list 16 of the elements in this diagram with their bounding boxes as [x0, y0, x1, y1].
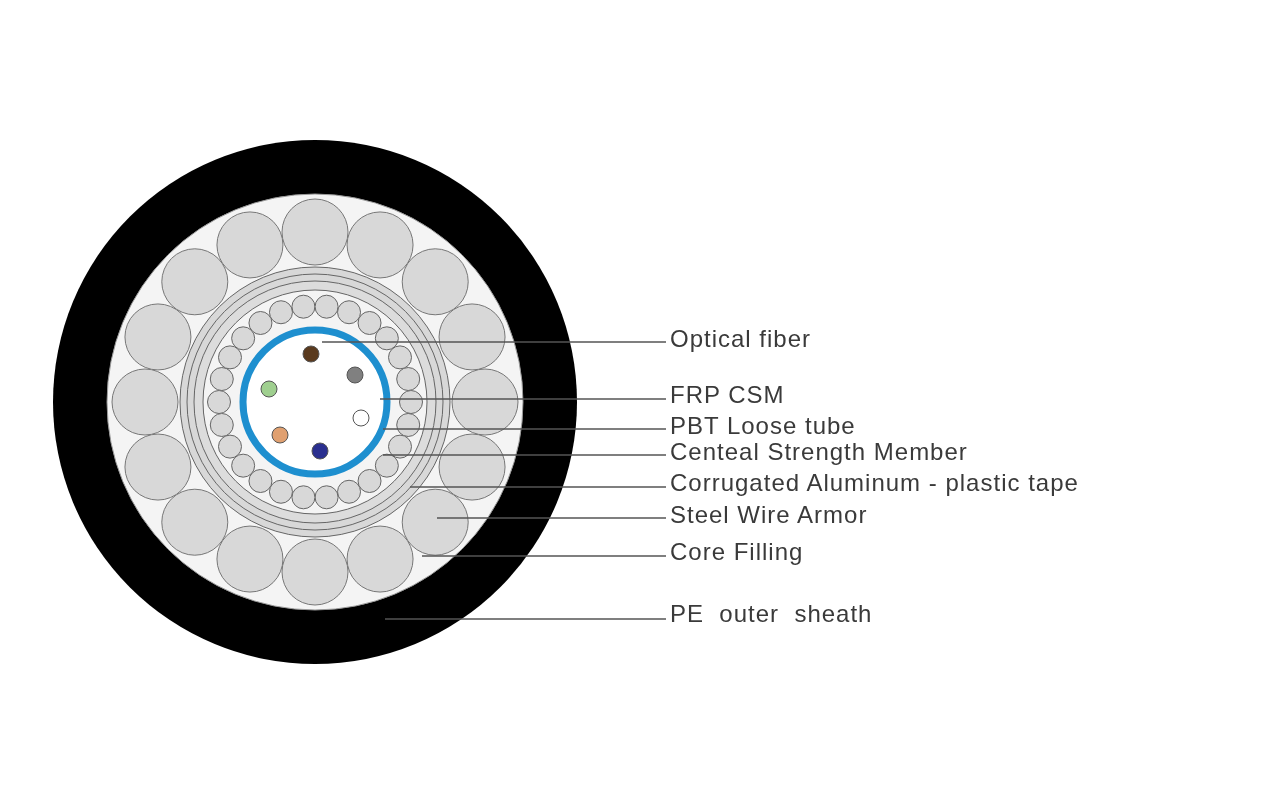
leader-line [421, 555, 667, 557]
part-label: PBT Loose tube [670, 412, 856, 440]
part-label: Centeal Strength Member [670, 438, 968, 466]
leader-line [379, 398, 667, 400]
part-label: FRP CSM [670, 381, 785, 409]
leader-line [382, 454, 667, 456]
part-label: Corrugated Aluminum - plastic tape [670, 469, 1079, 497]
leader-line [409, 486, 667, 488]
leader-line [382, 428, 667, 430]
part-label: Steel Wire Armor [670, 501, 868, 529]
part-label: PE outer sheath [670, 600, 873, 628]
part-label: Core Filling [670, 538, 804, 566]
leader-line [384, 618, 667, 620]
leader-line [321, 341, 667, 343]
part-label: Optical fiber [670, 325, 812, 353]
leader-line [436, 517, 667, 519]
